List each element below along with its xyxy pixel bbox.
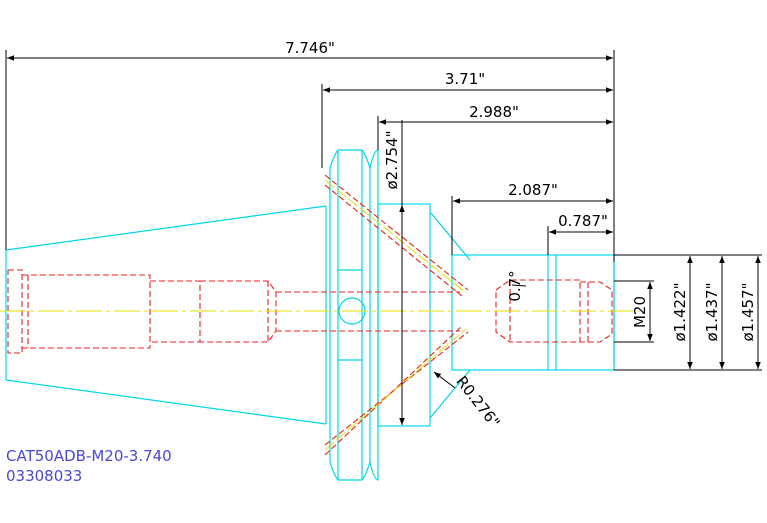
dimension-lines xyxy=(5,50,762,425)
center-lines xyxy=(0,179,640,451)
dim-overall-length: 7.746" xyxy=(285,39,335,57)
dim-diameter-1-422: ø1.422" xyxy=(671,282,689,341)
dim-radius: R0.276" xyxy=(452,373,503,432)
radius-leader xyxy=(433,371,456,389)
dim-length-0-787: 0.787" xyxy=(558,212,608,230)
dim-thread-m20: M20 xyxy=(631,296,649,328)
dim-diameter-1-457: ø1.457" xyxy=(739,282,757,341)
tool-holder-outline xyxy=(5,149,615,481)
dim-length-3-71: 3.71" xyxy=(445,70,485,88)
dim-diameter-1-437: ø1.437" xyxy=(703,282,721,341)
dim-length-2-087: 2.087" xyxy=(508,181,558,199)
dim-angle: 0.7° xyxy=(506,270,524,301)
dim-length-2-988: 2.988" xyxy=(469,103,519,121)
dimension-labels: 7.746" 3.71" 2.988" 2.087" 0.787" ø2.754… xyxy=(285,39,757,431)
hidden-lines xyxy=(7,174,613,456)
dim-flange-diameter: ø2.754" xyxy=(383,130,401,189)
part-number: CAT50ADB-M20-3.740 xyxy=(6,447,172,465)
drawing-number: 03308033 xyxy=(6,467,82,485)
